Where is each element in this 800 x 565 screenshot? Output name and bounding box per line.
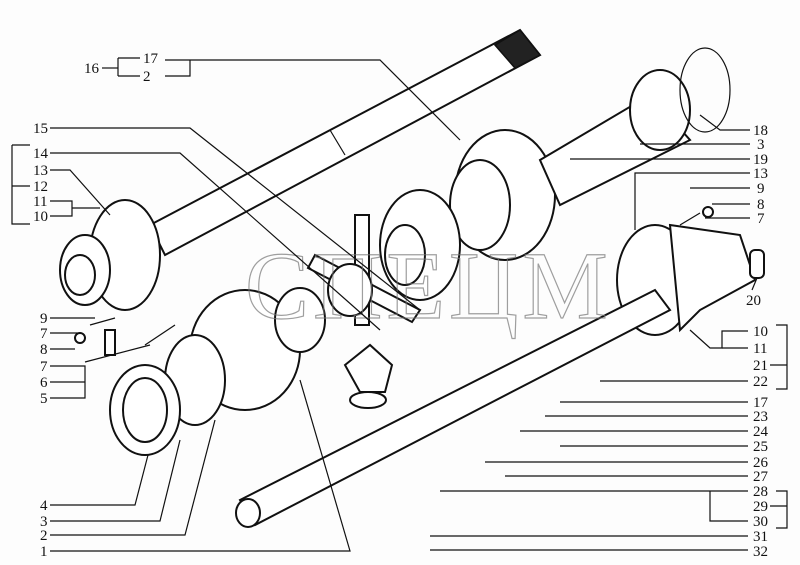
callout-11: 11 [33, 194, 47, 210]
callout-20: 20 [746, 293, 761, 309]
left-carrier-bearing [109, 287, 326, 456]
watermark: СПЕЦМ [245, 232, 612, 339]
callout-8r: 8 [757, 197, 765, 213]
callout-17: 17 [143, 51, 159, 67]
callout-10: 10 [33, 209, 48, 225]
callout-16: 16 [84, 61, 100, 77]
callout-8: 8 [40, 342, 48, 358]
callout-23: 23 [753, 409, 768, 425]
callout-32: 32 [753, 544, 768, 560]
callout-22: 22 [753, 374, 768, 390]
callout-9: 9 [40, 311, 48, 327]
bolts-and-lock-plates [74, 206, 714, 356]
callout-12: 12 [33, 179, 48, 195]
callout-14: 14 [33, 146, 49, 162]
callout-3: 3 [40, 514, 48, 530]
callout-6: 6 [40, 375, 48, 391]
callout-21: 21 [753, 358, 768, 374]
callout-3r: 3 [757, 137, 765, 153]
callout-19: 19 [753, 152, 768, 168]
callout-2: 2 [143, 69, 151, 85]
left-differential-housing [59, 199, 161, 311]
ring-gear [379, 189, 461, 301]
callout-2b: 2 [40, 528, 48, 544]
callout-5: 5 [40, 391, 48, 407]
callout-18: 18 [753, 123, 768, 139]
differential-carrier [449, 47, 731, 261]
callout-1: 1 [40, 544, 48, 560]
callout-27: 27 [753, 469, 769, 485]
callout-17r: 17 [753, 395, 769, 411]
spider-cross [306, 214, 422, 326]
callout-13: 13 [33, 163, 48, 179]
callout-15: 15 [33, 121, 48, 137]
callout-30: 30 [753, 514, 768, 530]
callout-24: 24 [753, 424, 769, 440]
callout-7b: 7 [40, 359, 48, 375]
callout-26: 26 [753, 455, 769, 471]
callout-9r: 9 [757, 181, 765, 197]
callout-13r: 13 [753, 166, 768, 182]
lower-axle-shaft [235, 288, 672, 528]
callout-4: 4 [40, 498, 48, 514]
right-callouts: 18 3 19 13 9 8 7 20 10 11 21 22 17 23 24… [746, 123, 769, 560]
callout-7r: 7 [757, 211, 765, 227]
pinion-gear [343, 343, 394, 409]
leader-lines [11, 57, 788, 552]
callout-28: 28 [753, 484, 768, 500]
callout-11r: 11 [753, 341, 767, 357]
left-callouts: 15 14 13 12 11 10 9 7 8 7 6 5 4 3 2 1 [33, 121, 49, 560]
callout-7: 7 [40, 326, 48, 342]
callout-31: 31 [753, 529, 768, 545]
callout-29: 29 [753, 499, 768, 515]
callout-10r: 10 [753, 324, 768, 340]
callout-25: 25 [753, 439, 768, 455]
